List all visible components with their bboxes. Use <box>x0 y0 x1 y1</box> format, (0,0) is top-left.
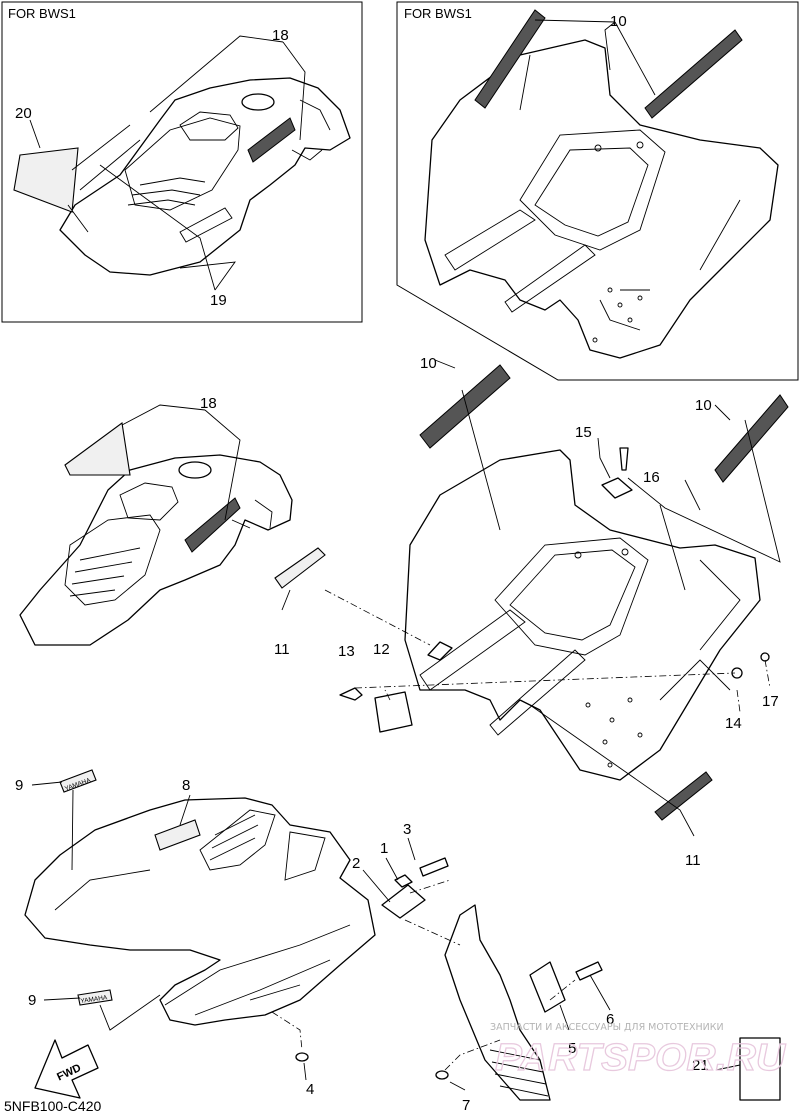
plate-12 <box>374 691 413 733</box>
inset-front-fender <box>59 77 351 276</box>
right-inset: FOR BWS1 10 <box>396 1 799 381</box>
decal-10-right <box>714 394 789 483</box>
callout-18: 18 <box>200 395 217 412</box>
left-inset-header: FOR BWS1 <box>8 6 76 21</box>
callout-2: 2 <box>352 855 360 872</box>
callout-11-right: 11 <box>685 852 701 869</box>
rear-flap <box>444 904 551 1101</box>
label-21 <box>739 1037 781 1101</box>
reflector-11-right <box>654 771 713 821</box>
front-dash-lines <box>271 879 576 1071</box>
front-decal-strip <box>64 422 131 476</box>
yamaha-decal-bottom: YAMAHA <box>77 989 113 1006</box>
nut-4 <box>295 1052 309 1062</box>
callout-17: 17 <box>762 693 779 710</box>
callout-1: 1 <box>380 840 388 857</box>
inset-right-leaders <box>519 19 656 111</box>
fwd-arrow: FWD <box>34 1039 99 1099</box>
inset-left-leaders <box>29 35 306 291</box>
callout-19: 19 <box>210 292 227 309</box>
bolt-16 <box>619 447 629 471</box>
callout-13: 13 <box>338 643 355 660</box>
left-inset: FOR BWS1 18 20 19 <box>1 1 363 323</box>
rear-dash-lines <box>324 589 771 713</box>
yamaha-decal-bottom-text: YAMAHA <box>80 994 108 1005</box>
callout-11-left: 11 <box>274 641 290 658</box>
callout-6: 6 <box>606 1011 614 1028</box>
leaders-18 <box>121 404 241 521</box>
callout-18-inset: 18 <box>272 27 289 44</box>
screw-13 <box>339 687 363 701</box>
nut-7 <box>435 1070 449 1080</box>
right-inset-header: FOR BWS1 <box>404 6 472 21</box>
inset-decal-strips <box>67 124 141 233</box>
callout-14: 14 <box>725 715 742 732</box>
front-body-8 <box>24 797 376 1026</box>
callout-10-right: 10 <box>695 397 712 414</box>
nut-17 <box>760 652 770 662</box>
inset-decal-20 <box>13 147 79 213</box>
reflector-11-left <box>274 547 326 589</box>
front-fender-18 <box>19 454 293 646</box>
inset-decal-10-left <box>474 9 546 109</box>
callout-10-inset: 10 <box>610 13 627 30</box>
bracket-15 <box>601 477 633 499</box>
callout-9-bottom: 9 <box>28 992 36 1009</box>
yamaha-decal-top: YAMAHA <box>59 769 97 793</box>
callout-8: 8 <box>182 777 190 794</box>
diagram-code: 5NFB100-C420 <box>4 1098 101 1114</box>
left-inset-frame <box>1 1 363 323</box>
bracket-1 <box>394 874 413 888</box>
callout-9-top: 9 <box>15 777 23 794</box>
screw-3 <box>419 857 449 877</box>
screw-6 <box>575 961 603 981</box>
callout-5: 5 <box>568 1040 576 1057</box>
front-leaders <box>31 781 741 1091</box>
decal-10-left <box>419 364 511 449</box>
callout-3: 3 <box>403 821 411 838</box>
callout-4: 4 <box>306 1081 314 1098</box>
callout-15: 15 <box>575 424 592 441</box>
watermark-caption: ЗАПЧАСТИ И АКСЕССУАРЫ ДЛЯ МОТОТЕХНИКИ <box>490 1022 724 1033</box>
watermark-brand: PARTSPOR.RU <box>495 1037 787 1079</box>
rear-fender <box>404 449 761 781</box>
callout-10-left: 10 <box>420 355 437 372</box>
inset-rear-fender <box>424 39 779 359</box>
right-inset-frame <box>396 1 799 381</box>
rear-leaders <box>281 359 781 837</box>
plate-2 <box>381 884 426 919</box>
plate-5 <box>529 961 566 1013</box>
callout-12: 12 <box>373 641 390 658</box>
callout-20: 20 <box>15 105 32 122</box>
callout-7: 7 <box>462 1097 470 1114</box>
callout-21: 21 <box>692 1057 709 1074</box>
decal-8 <box>154 819 201 851</box>
inset-decal-10-right <box>644 29 743 119</box>
callout-16: 16 <box>643 469 660 486</box>
